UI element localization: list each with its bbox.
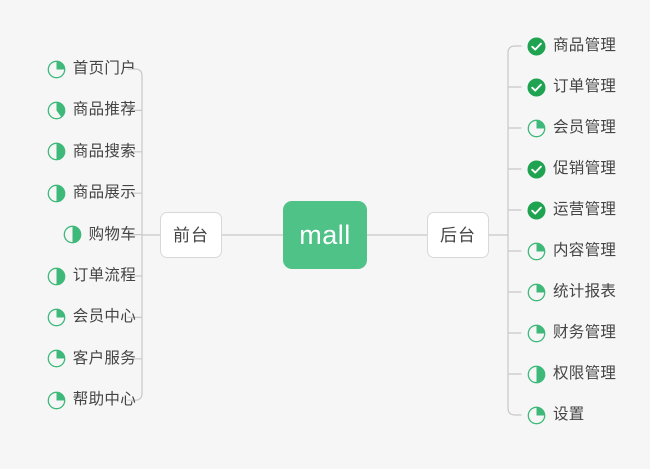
root-node-mall[interactable]: mall xyxy=(283,201,367,269)
leaf-item-label: 首页门户 xyxy=(72,60,136,77)
leaf-item-label: 促销管理 xyxy=(553,160,617,177)
pie-progress-icon xyxy=(47,391,66,410)
leaf-item-label: 设置 xyxy=(553,406,585,423)
branch-node-frontend-label: 前台 xyxy=(173,225,209,245)
leaf-item-label: 运营管理 xyxy=(553,201,617,218)
branch-node-frontend[interactable]: 前台 xyxy=(160,212,222,258)
leaf-item[interactable]: 客户服务 xyxy=(47,346,136,372)
leaf-item[interactable]: 权限管理 xyxy=(527,361,616,387)
leaf-item[interactable]: 首页门户 xyxy=(47,56,136,82)
leaf-item[interactable]: 运营管理 xyxy=(527,197,616,223)
pie-progress-icon xyxy=(47,349,66,368)
leaf-item-label: 会员管理 xyxy=(553,119,617,136)
pie-progress-icon xyxy=(527,365,546,384)
leaf-item[interactable]: 财务管理 xyxy=(527,320,616,346)
leaf-item-label: 商品搜索 xyxy=(72,142,136,160)
leaf-item-label: 内容管理 xyxy=(553,242,617,259)
leaf-item-label: 商品推荐 xyxy=(72,101,136,119)
pie-progress-icon xyxy=(527,283,546,302)
leaf-item[interactable]: 订单管理 xyxy=(527,74,616,100)
leaf-item-label: 权限管理 xyxy=(553,365,617,382)
leaf-item[interactable]: 购物车 xyxy=(63,222,136,248)
branch-node-backend-label: 后台 xyxy=(440,225,476,245)
leaf-item[interactable]: 设置 xyxy=(527,402,585,428)
leaf-item[interactable]: 商品推荐 xyxy=(47,97,136,123)
leaf-item-label: 财务管理 xyxy=(553,324,617,341)
leaf-item[interactable]: 帮助中心 xyxy=(47,387,136,413)
backend-leaf-column: 商品管理 订单管理 会员管理 促销管理 运营管理 内容管理 统计报表 财务管理 … xyxy=(527,0,650,469)
leaf-item-label: 商品展示 xyxy=(72,184,136,202)
leaf-item[interactable]: 会员管理 xyxy=(527,115,616,141)
leaf-item-label: 会员中心 xyxy=(72,308,136,326)
pie-progress-icon xyxy=(47,267,66,286)
pie-progress-icon xyxy=(527,324,546,343)
leaf-item[interactable]: 商品管理 xyxy=(527,33,616,59)
leaf-item-label: 订单流程 xyxy=(72,267,136,284)
leaf-item[interactable]: 内容管理 xyxy=(527,238,616,264)
pie-progress-icon xyxy=(47,308,66,327)
leaf-item-label: 订单管理 xyxy=(553,78,617,95)
leaf-item-label: 帮助中心 xyxy=(72,391,136,409)
leaf-item[interactable]: 会员中心 xyxy=(47,304,136,330)
pie-progress-icon xyxy=(47,184,66,203)
pie-progress-icon xyxy=(47,60,66,79)
leaf-item[interactable]: 统计报表 xyxy=(527,279,616,305)
pie-progress-icon xyxy=(47,101,66,120)
leaf-item-label: 统计报表 xyxy=(553,283,617,300)
root-node-label: mall xyxy=(299,219,351,250)
pie-progress-icon xyxy=(527,119,546,138)
frontend-leaf-column: 首页门户 商品推荐 商品搜索 商品展示 购物车 订单流程 会员中心 客户服务 帮… xyxy=(0,0,136,469)
check-circle-icon xyxy=(527,78,546,97)
pie-progress-icon xyxy=(527,406,546,425)
pie-progress-icon xyxy=(47,142,66,161)
check-circle-icon xyxy=(527,37,546,56)
check-circle-icon xyxy=(527,201,546,220)
check-circle-icon xyxy=(527,160,546,179)
leaf-item-label: 商品管理 xyxy=(553,37,617,54)
leaf-item-label: 购物车 xyxy=(88,225,136,243)
pie-progress-icon xyxy=(63,225,82,244)
leaf-item-label: 客户服务 xyxy=(72,349,136,367)
leaf-item[interactable]: 订单流程 xyxy=(47,263,136,289)
leaf-item[interactable]: 商品搜索 xyxy=(47,139,136,165)
pie-progress-icon xyxy=(527,242,546,261)
leaf-item[interactable]: 商品展示 xyxy=(47,180,136,206)
leaf-item[interactable]: 促销管理 xyxy=(527,156,616,182)
branch-node-backend[interactable]: 后台 xyxy=(427,212,489,258)
